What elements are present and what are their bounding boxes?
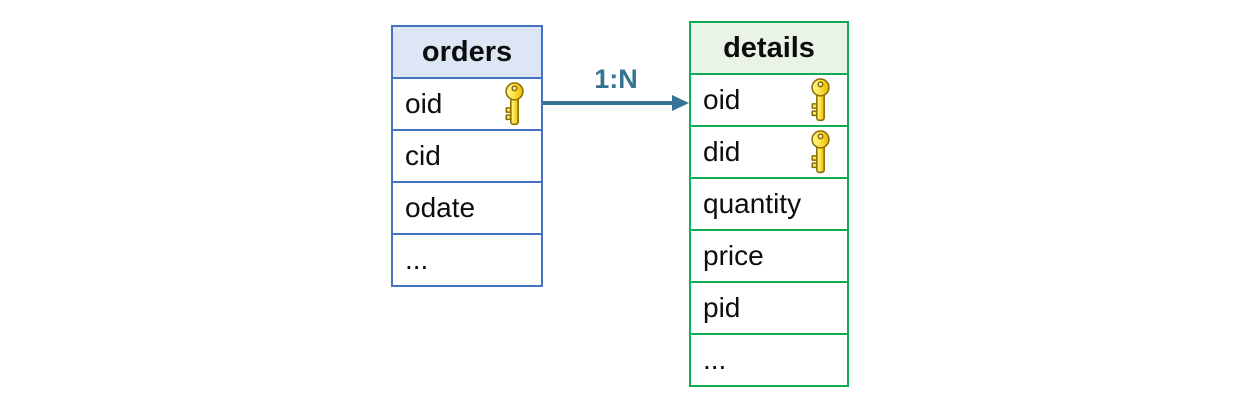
table-orders-row-oid: oid <box>391 77 543 131</box>
relationship-arrow <box>543 95 689 111</box>
table-orders-row-cid: cid <box>391 129 543 183</box>
field-label: cid <box>405 140 441 171</box>
field-label: pid <box>703 292 741 323</box>
table-details-row-price: price <box>689 229 849 283</box>
primary-key-icon <box>806 77 835 123</box>
primary-key-icon <box>806 129 835 175</box>
table-details-row-oid: oid <box>689 73 849 127</box>
table-orders-title: orders <box>421 35 513 68</box>
table-orders: orders oid cid odate <box>391 25 543 287</box>
field-label: quantity <box>703 188 802 219</box>
table-details-row-quantity: quantity <box>689 177 849 231</box>
field-label: ... <box>405 244 429 275</box>
field-label: price <box>703 240 764 271</box>
table-details-row-did: did <box>689 125 849 179</box>
table-details-header: details <box>689 21 849 75</box>
table-details: details oid did <box>689 21 849 387</box>
primary-key-icon <box>500 81 529 127</box>
field-label: oid <box>405 88 443 119</box>
field-label: oid <box>703 84 741 115</box>
table-orders-row-odate: odate <box>391 181 543 235</box>
relationship-cardinality-label: 1:N <box>594 64 638 94</box>
table-details-row-more: ... <box>689 333 849 387</box>
field-label: did <box>703 136 741 167</box>
table-details-title: details <box>723 31 815 64</box>
table-orders-header: orders <box>391 25 543 79</box>
table-orders-row-more: ... <box>391 233 543 287</box>
field-label: ... <box>703 344 727 375</box>
field-label: odate <box>405 192 476 223</box>
table-details-row-pid: pid <box>689 281 849 335</box>
